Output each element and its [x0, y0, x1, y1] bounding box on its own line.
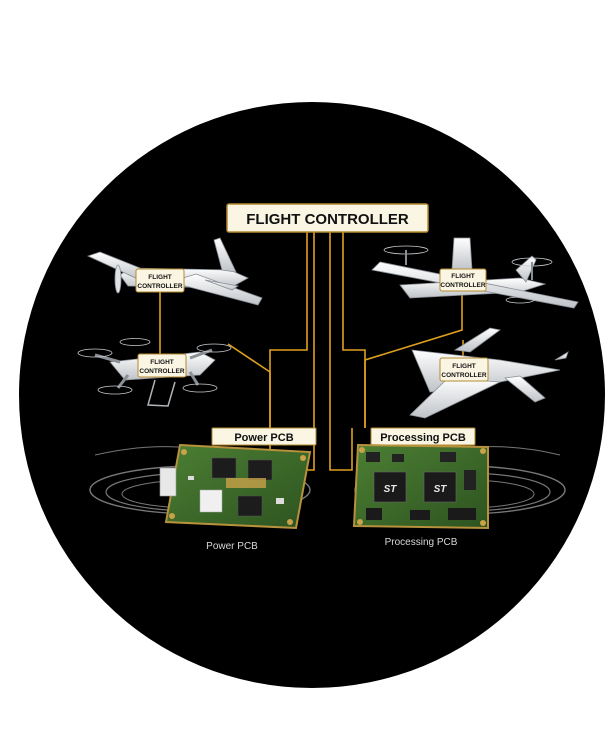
- vtol-label-line1: FLIGHT: [451, 273, 474, 280]
- jet-label-line2: CONTROLLER: [441, 372, 486, 379]
- power-pcb-caption: Power PCB: [206, 541, 258, 552]
- connector-lines: [159, 232, 464, 471]
- power-pcb-tag: Power PCB: [211, 427, 317, 446]
- quadcopter-label-line1: FLIGHT: [150, 359, 173, 366]
- processing-pcb-caption: Processing PCB: [385, 537, 458, 548]
- processing-pcb-tag: Processing PCB: [370, 427, 476, 446]
- quadcopter-label-line2: CONTROLLER: [139, 368, 184, 375]
- fixed-wing-controller-label: FLIGHT CONTROLLER: [135, 268, 185, 293]
- processing-pcb-tag-text: Processing PCB: [380, 432, 466, 444]
- chip-logo-right: ST: [434, 484, 448, 495]
- diagram-title: FLIGHT CONTROLLER: [246, 211, 409, 228]
- fixed-wing-label-line1: FLIGHT: [148, 274, 171, 281]
- chip-logo-left: ST: [384, 484, 398, 495]
- processing-pcb-board-icon: ST ST: [352, 443, 489, 530]
- jet-label-line1: FLIGHT: [452, 363, 475, 370]
- vtol-controller-label: FLIGHT CONTROLLER: [439, 268, 487, 292]
- quadcopter-controller-label: FLIGHT CONTROLLER: [137, 353, 187, 378]
- background-disc: [19, 102, 605, 688]
- power-pcb-board-icon: [159, 443, 312, 530]
- power-pcb-tag-text: Power PCB: [234, 432, 293, 444]
- jet-controller-label: FLIGHT CONTROLLER: [439, 357, 489, 382]
- title-box: FLIGHT CONTROLLER: [226, 203, 429, 233]
- fixed-wing-label-line2: CONTROLLER: [137, 283, 182, 290]
- vtol-label-line2: CONTROLLER: [440, 282, 485, 289]
